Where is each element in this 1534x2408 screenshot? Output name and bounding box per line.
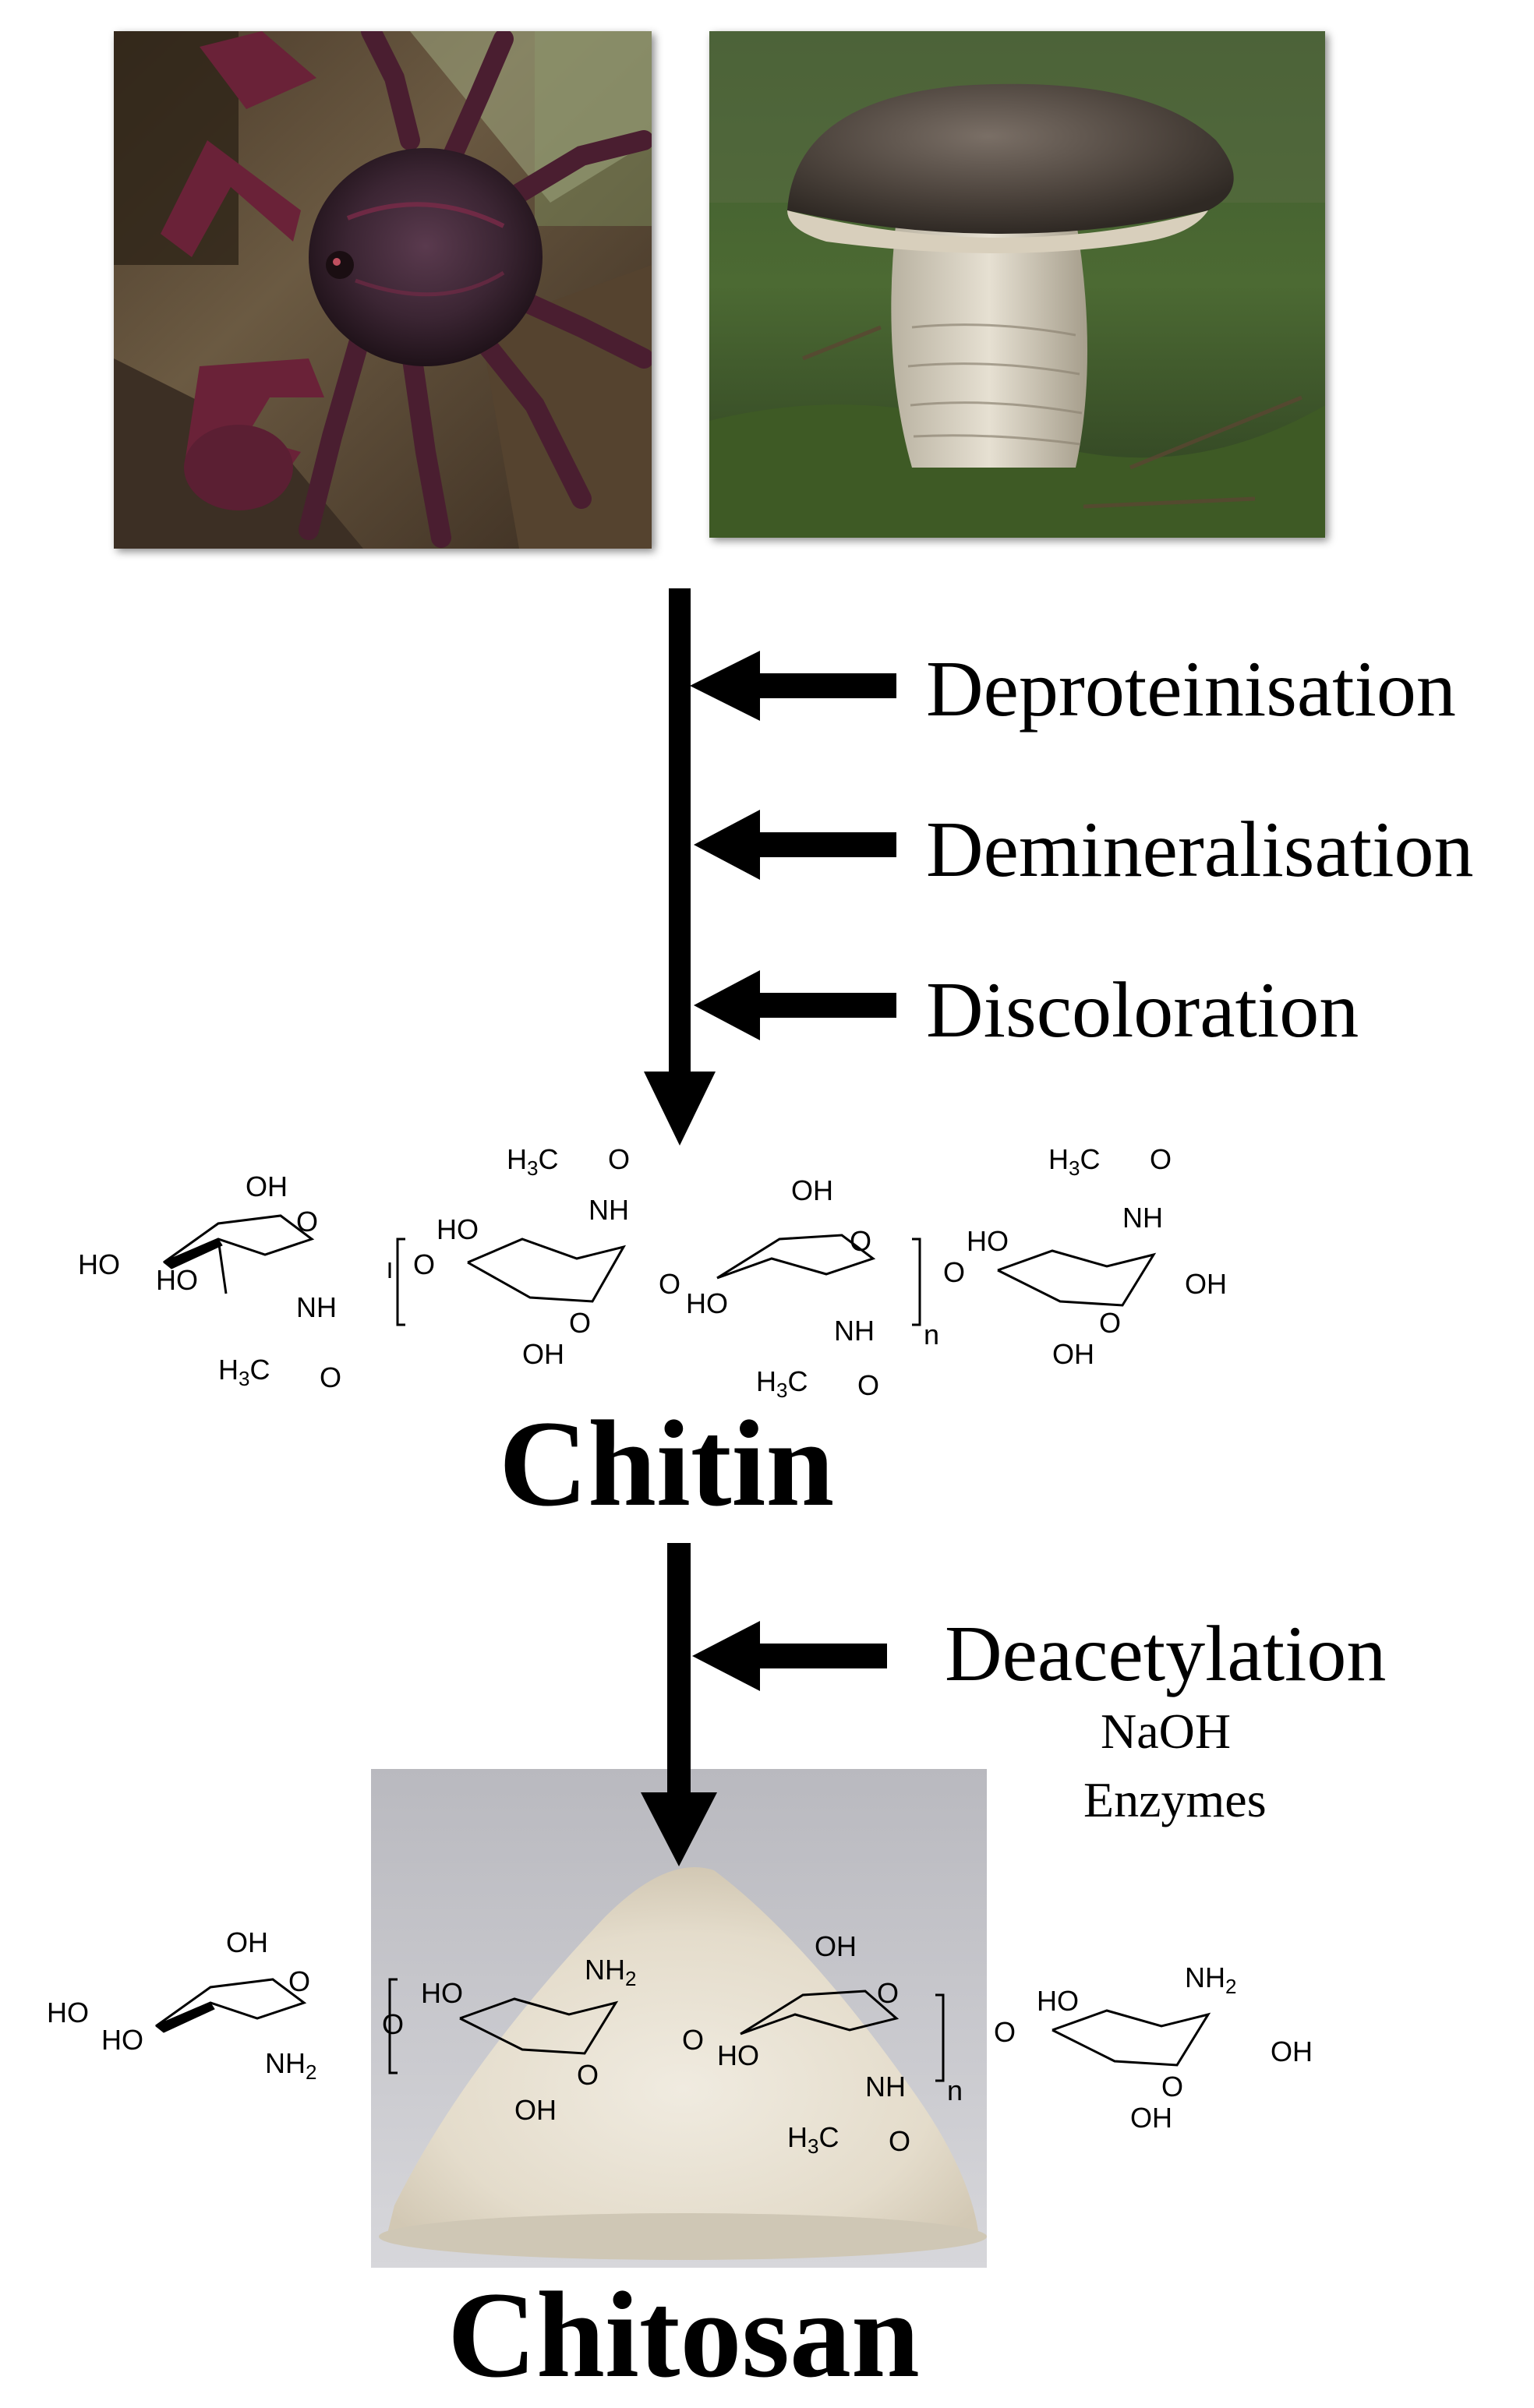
reagent-naoh: NaOH xyxy=(1101,1704,1232,1759)
chitin-ring-1: HO HO OH O NH H3C O xyxy=(78,1170,391,1393)
chitin-h3c-1: H3C xyxy=(218,1354,270,1390)
chitin-o-ring-2: O xyxy=(569,1307,591,1339)
chitosan-bridge-o-2: O xyxy=(682,2024,704,2056)
chitosan-powder-photo xyxy=(371,1769,987,2268)
chitin-ring-4: HO NH H3C O O OH OH xyxy=(967,1143,1227,1370)
main-arrow-1-shaft xyxy=(669,588,691,1079)
chitosan-oh-2: OH xyxy=(514,2094,557,2126)
chitosan-ho-2: HO xyxy=(101,2024,143,2056)
chitosan-o-ring-2: O xyxy=(577,2059,599,2091)
chitin-o-carbonyl-1: O xyxy=(320,1361,341,1393)
chitin-ring-2: HO NH H3C O O OH xyxy=(437,1143,630,1370)
chitosan-oh-3: OH xyxy=(815,1930,857,1962)
deproteinisation-label: Deproteinisation xyxy=(926,645,1456,733)
chitin-o-carbonyl-4: O xyxy=(1150,1143,1172,1175)
deproteinisation-arrow xyxy=(690,651,896,721)
chitin-ho-1: HO xyxy=(78,1248,120,1280)
deacetylation-arrow xyxy=(692,1621,887,1691)
chitosan-ho-1: HO xyxy=(47,1997,89,2028)
chitosan-bridge-o-3: O xyxy=(994,2016,1016,2048)
chitosan-ho-3: HO xyxy=(421,1977,463,2009)
chitosan-o-ring-3: O xyxy=(877,1977,899,2009)
deacetylation-label: Deacetylation xyxy=(945,1610,1387,1698)
chitosan-o-ring-1: O xyxy=(288,1965,310,1997)
chitin-o-carbonyl-2: O xyxy=(608,1143,630,1175)
chitin-title: Chitin xyxy=(499,1396,835,1532)
reagent-enzymes: Enzymes xyxy=(1083,1772,1267,1827)
chitosan-ho-5: HO xyxy=(1037,1985,1079,2017)
chitosan-ring-2: HO NH2 O OH xyxy=(421,1954,636,2126)
chitin-oh-4: OH xyxy=(1185,1268,1227,1300)
chitin-oh-1: OH xyxy=(246,1170,288,1202)
chitosan-ring-3: HO OH O NH H3C O xyxy=(717,1930,910,2158)
chitin-bridge-o-1: O xyxy=(413,1248,435,1280)
chitin-ring-3: HO OH O NH H3C O xyxy=(686,1174,879,1402)
chitosan-oh-4: OH xyxy=(1271,2036,1313,2067)
chitosan-oh-5: OH xyxy=(1130,2102,1172,2134)
chitosan-ring-1: HO HO OH O NH2 xyxy=(47,1926,316,2084)
chitin-nh-3: NH xyxy=(834,1315,875,1347)
chitin-bridge-o-3: O xyxy=(943,1256,965,1288)
chitin-nh-4: NH xyxy=(1122,1202,1163,1234)
discoloration-arrow xyxy=(694,970,896,1040)
chitin-h3c-4: H3C xyxy=(1048,1143,1100,1180)
chitin-h3c-3: H3C xyxy=(756,1365,808,1402)
chitosan-structure: HO HO OH O NH2 O HO NH2 O OH O HO OH O N… xyxy=(47,1926,1313,2158)
chitin-ho-4: HO xyxy=(686,1287,728,1319)
main-arrow-2-shaft xyxy=(667,1543,691,1800)
chitin-bracket-right xyxy=(912,1238,921,1326)
chitosan-oh-1: OH xyxy=(226,1926,268,1958)
chitin-h3c-2: H3C xyxy=(507,1143,558,1180)
chitin-ho-3: HO xyxy=(437,1213,479,1245)
chitin-structure: HO HO OH O NH H3C O O HO NH H3C O O OH O… xyxy=(78,1143,1227,1402)
chitin-repeat-n: n xyxy=(924,1319,939,1351)
chitosan-repeat-n: n xyxy=(947,2074,963,2106)
chitosan-ring-4: HO NH2 O OH OH xyxy=(1037,1961,1313,2134)
chitin-o-ring-1: O xyxy=(296,1206,318,1238)
chitosan-bridge-o-1: O xyxy=(382,2008,404,2040)
demineralisation-label: Demineralisation xyxy=(926,806,1474,894)
chitosan-o-ring-4: O xyxy=(1161,2071,1183,2103)
chitin-bracket-left xyxy=(396,1238,405,1326)
chitin-bridge-o-2: O xyxy=(659,1268,680,1300)
chitin-ho-5: HO xyxy=(967,1225,1009,1257)
demineralisation-arrow xyxy=(694,810,896,880)
discoloration-label: Discoloration xyxy=(926,966,1359,1054)
chitin-oh-5: OH xyxy=(1052,1338,1094,1370)
crab-photo xyxy=(114,31,652,549)
chitin-oh-2: OH xyxy=(522,1338,564,1370)
chitosan-title: Chitosan xyxy=(447,2267,920,2403)
chitosan-bracket-left xyxy=(388,1978,398,2074)
mushroom-photo xyxy=(709,31,1325,538)
chitosan-h3c-3: H3C xyxy=(787,2121,839,2158)
chitin-ho-2: HO xyxy=(156,1264,198,1296)
chitosan-nh2-4: NH2 xyxy=(1185,1961,1236,1998)
chitosan-nh2-1: NH2 xyxy=(265,2047,316,2084)
chitin-o-ring-4: O xyxy=(1099,1307,1121,1339)
chitosan-ho-4: HO xyxy=(717,2039,759,2071)
chitosan-nh2-2: NH2 xyxy=(585,1954,636,1990)
chitosan-bracket-right xyxy=(935,1993,945,2082)
chitin-oh-3: OH xyxy=(791,1174,833,1206)
chitosan-o-carbonyl-3: O xyxy=(889,2125,910,2157)
chitin-nh-1: NH xyxy=(296,1291,337,1323)
chitin-o-carbonyl-3: O xyxy=(857,1369,879,1401)
chitin-nh-2: NH xyxy=(589,1194,629,1226)
chitosan-nh-3: NH xyxy=(865,2071,906,2103)
chitin-o-ring-3: O xyxy=(850,1225,871,1257)
